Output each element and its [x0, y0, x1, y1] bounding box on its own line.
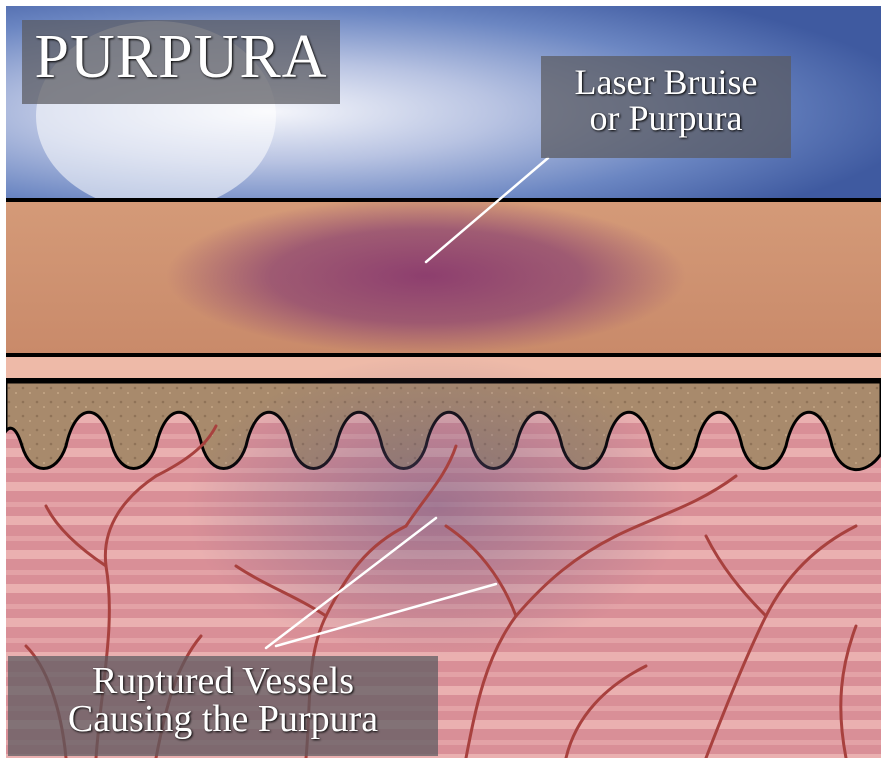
vessels-label-line-1: Ruptured Vessels	[8, 662, 438, 700]
bruise-label-line-1: Laser Bruise	[541, 64, 791, 100]
surface-bruise	[166, 198, 686, 354]
vessels-label-line-2: Causing the Purpura	[8, 700, 438, 738]
page-title: PURPURA	[22, 20, 340, 104]
deep-bruise	[186, 356, 686, 656]
illustration-frame: PURPURA Laser Bruise or Purpura Ruptured…	[6, 6, 881, 758]
bruise-label-line-2: or Purpura	[541, 100, 791, 136]
bruise-label: Laser Bruise or Purpura	[541, 56, 791, 158]
vessels-label: Ruptured Vessels Causing the Purpura	[8, 656, 438, 756]
title-text: PURPURA	[35, 23, 328, 91]
